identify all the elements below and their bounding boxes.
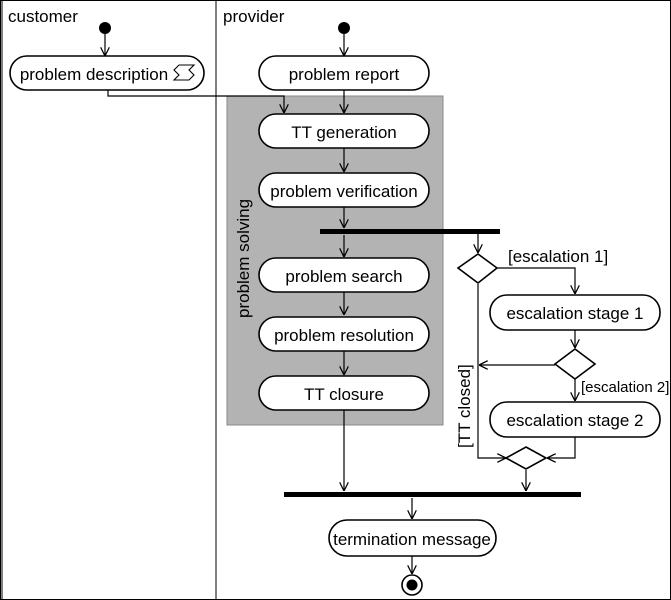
guard-escalation-2: [escalation 2]	[581, 379, 669, 396]
fork-bar	[320, 229, 500, 234]
lane-title-customer: customer	[8, 7, 78, 26]
edge-escalation1	[497, 267, 575, 294]
action-problem-resolution	[258, 316, 430, 352]
edge-stage2-to-merge	[547, 437, 576, 458]
action-label: escalation stage 1	[506, 304, 643, 323]
rake-icon	[172, 64, 196, 81]
action-tt-generation	[258, 113, 430, 149]
merge-diamond	[504, 446, 548, 470]
action-problem-report	[258, 55, 430, 91]
final-node-core	[406, 579, 418, 591]
action-label: TT closure	[304, 385, 384, 404]
action-label: TT generation	[291, 123, 397, 142]
guard-escalation-1: [escalation 1]	[508, 247, 608, 266]
initial-node-icon	[99, 22, 111, 34]
action-escalation-stage-1	[489, 294, 661, 331]
action-label: problem resolution	[274, 326, 414, 345]
action-escalation-stage-2	[489, 401, 661, 438]
action-label: problem description	[20, 65, 168, 84]
join-bar	[284, 492, 581, 497]
action-label: problem search	[285, 267, 402, 286]
lane-title-provider: provider	[223, 7, 285, 26]
guard-tt-closed: [TT closed]	[455, 364, 474, 448]
action-problem-verification	[258, 172, 430, 208]
action-problem-search	[258, 257, 430, 293]
problem-solving-label: problem solving	[234, 199, 253, 318]
edge-tt-closed	[477, 284, 506, 458]
initial-node-icon	[338, 22, 350, 34]
action-tt-closure	[258, 375, 430, 411]
action-label: termination message	[333, 530, 491, 549]
action-label: problem report	[289, 65, 400, 84]
action-problem-description	[9, 55, 205, 91]
action-label: escalation stage 2	[506, 411, 643, 430]
action-label: problem verification	[270, 182, 417, 201]
action-termination-message	[328, 519, 497, 557]
decision-diamond-2	[553, 348, 597, 380]
decision-diamond-1	[456, 253, 499, 285]
edge-description-to-tt	[107, 89, 284, 113]
